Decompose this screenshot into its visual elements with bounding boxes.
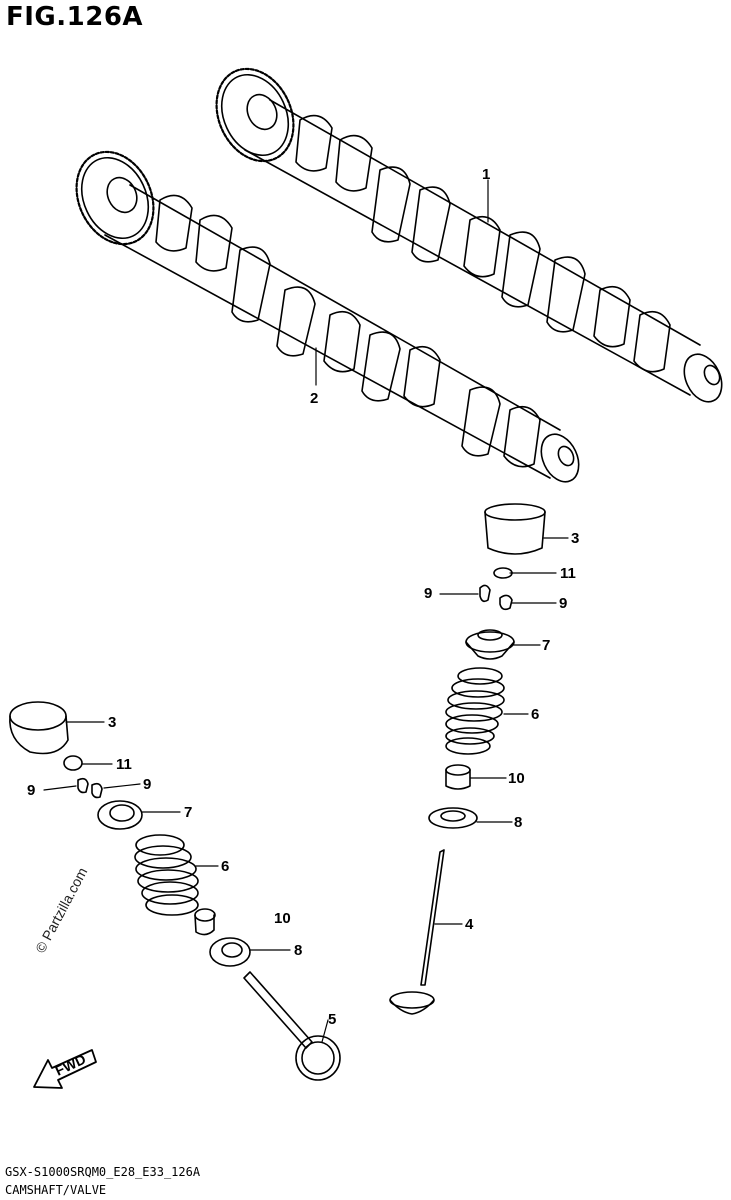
camshaft-intake[interactable] bbox=[202, 56, 729, 408]
retainer-left[interactable] bbox=[97, 800, 143, 830]
fwd-arrow-icon: FWD bbox=[33, 1049, 97, 1089]
callout-9-left-b: 9 bbox=[143, 776, 151, 793]
tappet-right[interactable] bbox=[484, 503, 546, 555]
stem-seal-right[interactable] bbox=[445, 764, 471, 790]
spring-seat-right[interactable] bbox=[428, 807, 478, 829]
camshaft-exhaust[interactable] bbox=[62, 139, 586, 488]
cotter-left-b[interactable] bbox=[91, 782, 103, 799]
callout-1: 1 bbox=[482, 166, 490, 183]
intake-valve[interactable] bbox=[389, 849, 445, 1015]
tappet-left[interactable] bbox=[9, 701, 69, 755]
callout-5: 5 bbox=[328, 1011, 336, 1028]
shim-left[interactable] bbox=[63, 755, 83, 771]
retainer-right[interactable] bbox=[465, 629, 515, 660]
callout-9-left-a: 9 bbox=[27, 782, 35, 799]
callout-8-left: 8 bbox=[294, 942, 302, 959]
leader-lines bbox=[43, 179, 569, 1043]
callout-8-right: 8 bbox=[514, 814, 522, 831]
callout-7-left: 7 bbox=[184, 804, 192, 821]
callout-3-right: 3 bbox=[571, 530, 579, 547]
callout-11-left: 11 bbox=[116, 756, 132, 773]
callout-6-left: 6 bbox=[221, 858, 229, 875]
valve-spring-right[interactable] bbox=[445, 667, 505, 755]
callout-7-right: 7 bbox=[542, 637, 550, 654]
callout-9-right-b: 9 bbox=[559, 595, 567, 612]
figure-title: FIG.126A bbox=[6, 2, 144, 32]
callout-3-left: 3 bbox=[108, 714, 116, 731]
stem-seal-left[interactable] bbox=[194, 908, 216, 936]
callout-9-right-a: 9 bbox=[424, 585, 432, 602]
spring-seat-left[interactable] bbox=[209, 937, 251, 967]
callout-2: 2 bbox=[310, 390, 318, 407]
valve-spring-left[interactable] bbox=[134, 834, 199, 916]
cotter-left-a[interactable] bbox=[77, 777, 89, 794]
section-title: CAMSHAFT/VALVE bbox=[5, 1183, 107, 1197]
cotter-right-a[interactable] bbox=[479, 584, 491, 603]
callout-4: 4 bbox=[465, 916, 474, 933]
diagram-code: GSX-S1000SRQM0_E28_E33_126A bbox=[5, 1165, 201, 1179]
callout-10-right: 10 bbox=[508, 770, 525, 787]
shim-right[interactable] bbox=[493, 567, 513, 579]
callout-11-right: 11 bbox=[560, 565, 576, 582]
callouts: 1 2 3 11 9 9 7 6 10 8 4 3 11 9 9 7 6 10 … bbox=[27, 166, 579, 1028]
callout-10-left: 10 bbox=[274, 910, 291, 927]
exhaust-valve[interactable] bbox=[243, 971, 341, 1081]
cotter-right-b[interactable] bbox=[499, 594, 513, 611]
callout-6-right: 6 bbox=[531, 706, 539, 723]
